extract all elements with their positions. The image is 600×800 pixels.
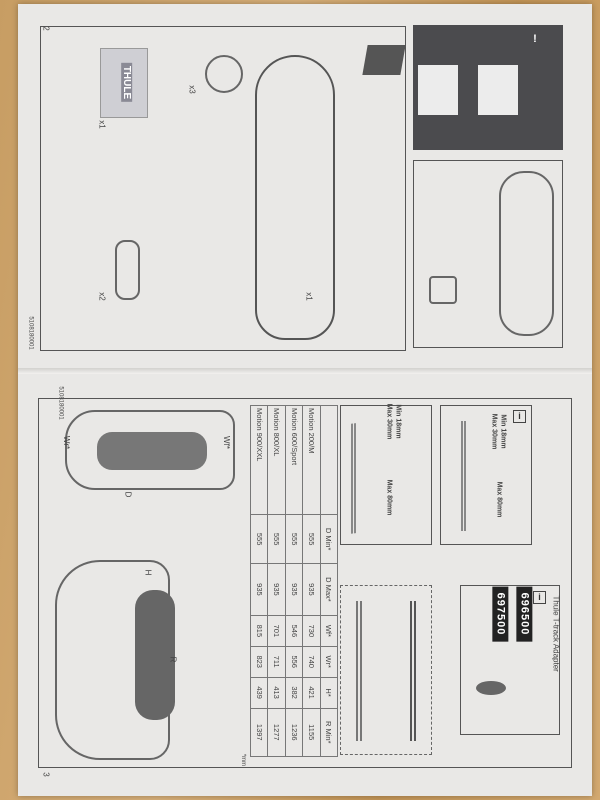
quantity-straps: x3 — [187, 85, 197, 94]
quantity-box: x1 — [304, 292, 314, 301]
table-row: Motion 800/XL 555 935 701 711 413 1277 — [267, 405, 286, 757]
table-row: Motion 600/Sport 555 935 546 556 382 123… — [285, 405, 303, 757]
model-name: Motion 800/XL — [267, 405, 286, 515]
cell: 555 — [250, 514, 268, 564]
cell: 382 — [285, 677, 303, 708]
label-wf: Wf* — [221, 436, 231, 449]
table-header — [320, 405, 338, 515]
page-number: 2 — [41, 26, 51, 31]
t-track-adapter-image — [476, 681, 506, 695]
instructions-panel: ! — [413, 25, 563, 150]
thule-logo: THULE — [121, 62, 133, 103]
quantity-kit: x1 — [97, 120, 107, 129]
cell: 740 — [302, 646, 321, 678]
manual-sheet — [418, 65, 458, 115]
adapter-title: Thule T-track Adapter — [551, 595, 561, 672]
page-fold — [18, 368, 592, 374]
slide-in-detail — [340, 585, 432, 755]
roof-box-top — [97, 432, 207, 470]
cell: 556 — [285, 646, 303, 678]
cell: 555 — [285, 514, 303, 564]
profile-box: i Min 18mm Max 30mm Max 80mm — [440, 405, 532, 545]
table-header: Wf* — [320, 615, 338, 647]
cell: 555 — [267, 514, 286, 564]
adapter-code: 696500 — [516, 586, 533, 642]
model-name: Motion 600/Sport — [285, 405, 303, 515]
dimensions-table: D Min* D Max* Wf* Wr* H* R Min* Motion 2… — [250, 405, 338, 757]
cell: 546 — [285, 615, 303, 647]
cell: 555 — [302, 514, 321, 564]
cell: 935 — [285, 563, 303, 616]
recycle-bin-icon — [429, 276, 457, 304]
rail-slide-image — [356, 601, 416, 741]
cell: 1397 — [250, 708, 268, 757]
cell: 815 — [250, 615, 268, 647]
cell: 730 — [302, 615, 321, 647]
table-row: Motion 200/M 555 935 730 740 421 1155 — [302, 405, 321, 757]
roof-box-image — [255, 55, 335, 340]
disposal-panel — [413, 160, 563, 348]
cell: 439 — [250, 677, 268, 708]
min-label: Min 18mm — [499, 414, 507, 449]
profile-box-2: Min 18mm Max 30mm Max 80mm — [340, 403, 432, 545]
min-label: Min 18mm — [394, 404, 402, 439]
cell: 823 — [250, 646, 268, 678]
max-label: Max 30mm — [490, 413, 498, 450]
table-header: R Min* — [320, 708, 338, 757]
model-name: Motion 900/XXL — [250, 405, 268, 515]
table-row: Motion 900/XXL 555 935 815 823 439 1397 — [250, 405, 268, 757]
label-h: H — [143, 569, 153, 576]
adapter-code: 697500 — [492, 586, 509, 642]
strap-roll-image — [205, 55, 243, 93]
car-top-view — [65, 410, 235, 490]
height-label: Max 80mm — [495, 481, 503, 518]
bottom-frame — [38, 398, 572, 768]
cell: 935 — [267, 563, 286, 616]
model-name: Motion 200/M — [302, 405, 321, 515]
roof-box-side-image — [499, 171, 554, 336]
cell: 1277 — [267, 708, 286, 757]
table-header: Wr* — [320, 646, 338, 678]
cell: 1236 — [285, 708, 303, 757]
label-d: D — [123, 491, 133, 498]
table-header: D Max* — [320, 563, 338, 616]
label-r: R — [168, 656, 178, 663]
cell: 935 — [302, 563, 321, 616]
manual-sheet — [478, 65, 518, 115]
roof-box-side — [135, 590, 175, 720]
quantity-keys: x2 — [97, 292, 107, 301]
cell: 935 — [250, 563, 268, 616]
max-label: Max 30mm — [385, 403, 393, 440]
warning-icon: ! — [533, 33, 537, 45]
box-icon — [362, 45, 406, 75]
info-icon: i — [513, 410, 526, 423]
rail-profile-image — [461, 421, 501, 531]
adapter-box: i Thule T-track Adapter 696500 697500 — [460, 585, 561, 735]
info-icon: i — [533, 591, 546, 604]
height-label: Max 80mm — [385, 479, 393, 516]
page-number: 3 — [41, 772, 51, 777]
contents-frame — [40, 26, 406, 351]
cell: 1155 — [302, 708, 321, 757]
document-code: 5108180001 — [27, 316, 34, 350]
key-image — [115, 240, 140, 300]
table-header: D Min* — [320, 514, 338, 564]
mounting-kit-image: THULE — [100, 48, 148, 118]
unit-note: *mm — [240, 753, 247, 767]
cell: 711 — [267, 646, 286, 678]
cell: 421 — [302, 677, 321, 708]
label-wr: Wr* — [62, 435, 72, 450]
cell: 701 — [267, 615, 286, 647]
table-header: H* — [320, 677, 338, 708]
cell: 413 — [267, 677, 286, 708]
